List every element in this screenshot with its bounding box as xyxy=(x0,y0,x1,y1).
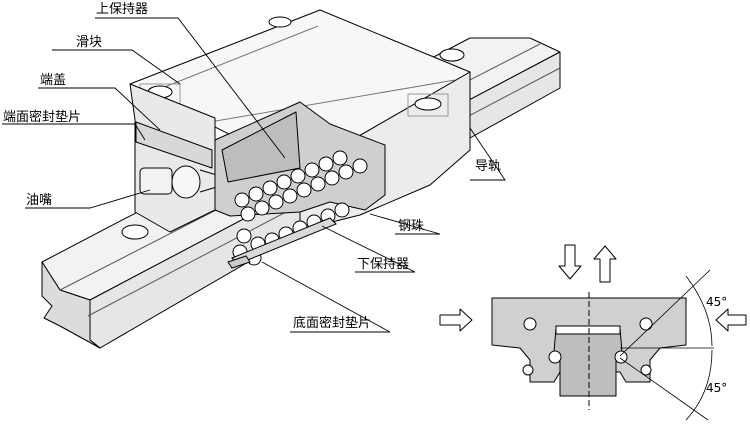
leader-slider xyxy=(52,49,181,85)
label-lower-retainer: 下保持器 xyxy=(357,257,409,272)
angle-arc-lower xyxy=(685,349,713,421)
end-seal-plate xyxy=(135,121,213,169)
steel-ball xyxy=(334,202,350,218)
steel-ball xyxy=(296,182,312,198)
load-arrows xyxy=(439,244,747,332)
steel-ball xyxy=(276,174,292,190)
bottom-seal-strip xyxy=(227,255,251,269)
leader-lines xyxy=(2,17,506,333)
slider-hole xyxy=(414,97,442,111)
section-ball xyxy=(548,350,562,364)
leader-upper-retainer xyxy=(95,17,286,159)
label-bottom-seal: 底面密封垫片 xyxy=(293,315,371,331)
label-rail: 导轨 xyxy=(475,159,501,174)
contact-line xyxy=(619,357,709,421)
steel-ball xyxy=(290,168,306,184)
label-end-cap: 端盖 xyxy=(40,73,66,88)
leader-steel-ball xyxy=(369,213,441,235)
steel-ball xyxy=(310,176,326,192)
slider-hole-recess xyxy=(407,93,449,117)
section-slot xyxy=(555,325,621,335)
arrow-right-icon xyxy=(439,308,473,332)
arrow-left-icon xyxy=(715,308,747,332)
section-ball xyxy=(522,364,534,376)
steel-ball xyxy=(254,200,270,216)
rail-section xyxy=(553,327,623,397)
steel-ball xyxy=(248,186,264,202)
arrow-up-icon xyxy=(593,245,617,283)
label-end-seal: 端面密封垫片 xyxy=(3,109,81,125)
steel-ball xyxy=(318,156,334,172)
steel-ball xyxy=(268,194,284,210)
label-slider: 滑块 xyxy=(76,35,102,50)
angle-arc-upper xyxy=(685,275,713,347)
cross-section xyxy=(491,269,714,421)
steel-ball xyxy=(352,158,368,174)
steel-ball xyxy=(282,188,298,204)
rail-hole xyxy=(121,224,149,240)
steel-ball xyxy=(236,228,252,244)
leader-end-cap xyxy=(38,87,161,131)
steel-ball xyxy=(240,206,256,222)
grease-nipple xyxy=(139,165,221,199)
leader-rail xyxy=(469,127,506,181)
cutaway-inner xyxy=(221,111,301,183)
section-ball xyxy=(640,364,652,376)
slider-top-line xyxy=(174,79,456,129)
contact-line xyxy=(619,269,711,357)
steel-ball xyxy=(234,192,250,208)
arrow-down-icon xyxy=(558,244,582,280)
label-steel-ball: 钢珠 xyxy=(398,219,424,234)
grease-nipple-tip xyxy=(171,165,201,199)
label-grease-nipple: 油嘴 xyxy=(26,193,52,208)
section-ball xyxy=(523,317,537,331)
steel-ball xyxy=(262,180,278,196)
steel-ball xyxy=(338,164,354,180)
leader-lower-retainer xyxy=(321,225,416,273)
steel-ball xyxy=(304,162,320,178)
grease-nipple-hex xyxy=(139,167,173,195)
steel-ball xyxy=(332,150,348,166)
leader-grease-nipple xyxy=(25,189,151,209)
leader-bottom-seal xyxy=(261,261,391,333)
label-upper-retainer: 上保持器 xyxy=(96,2,148,17)
section-ball xyxy=(639,317,653,331)
slider-hole xyxy=(268,16,292,28)
rail-hole xyxy=(439,48,465,62)
steel-ball xyxy=(324,170,340,186)
angle-upper-label: 45° xyxy=(706,295,727,309)
leader-end-seal xyxy=(2,123,146,141)
rail-end-face xyxy=(41,261,101,349)
angle-lower-label: 45° xyxy=(706,381,727,395)
section-ball xyxy=(614,350,628,364)
